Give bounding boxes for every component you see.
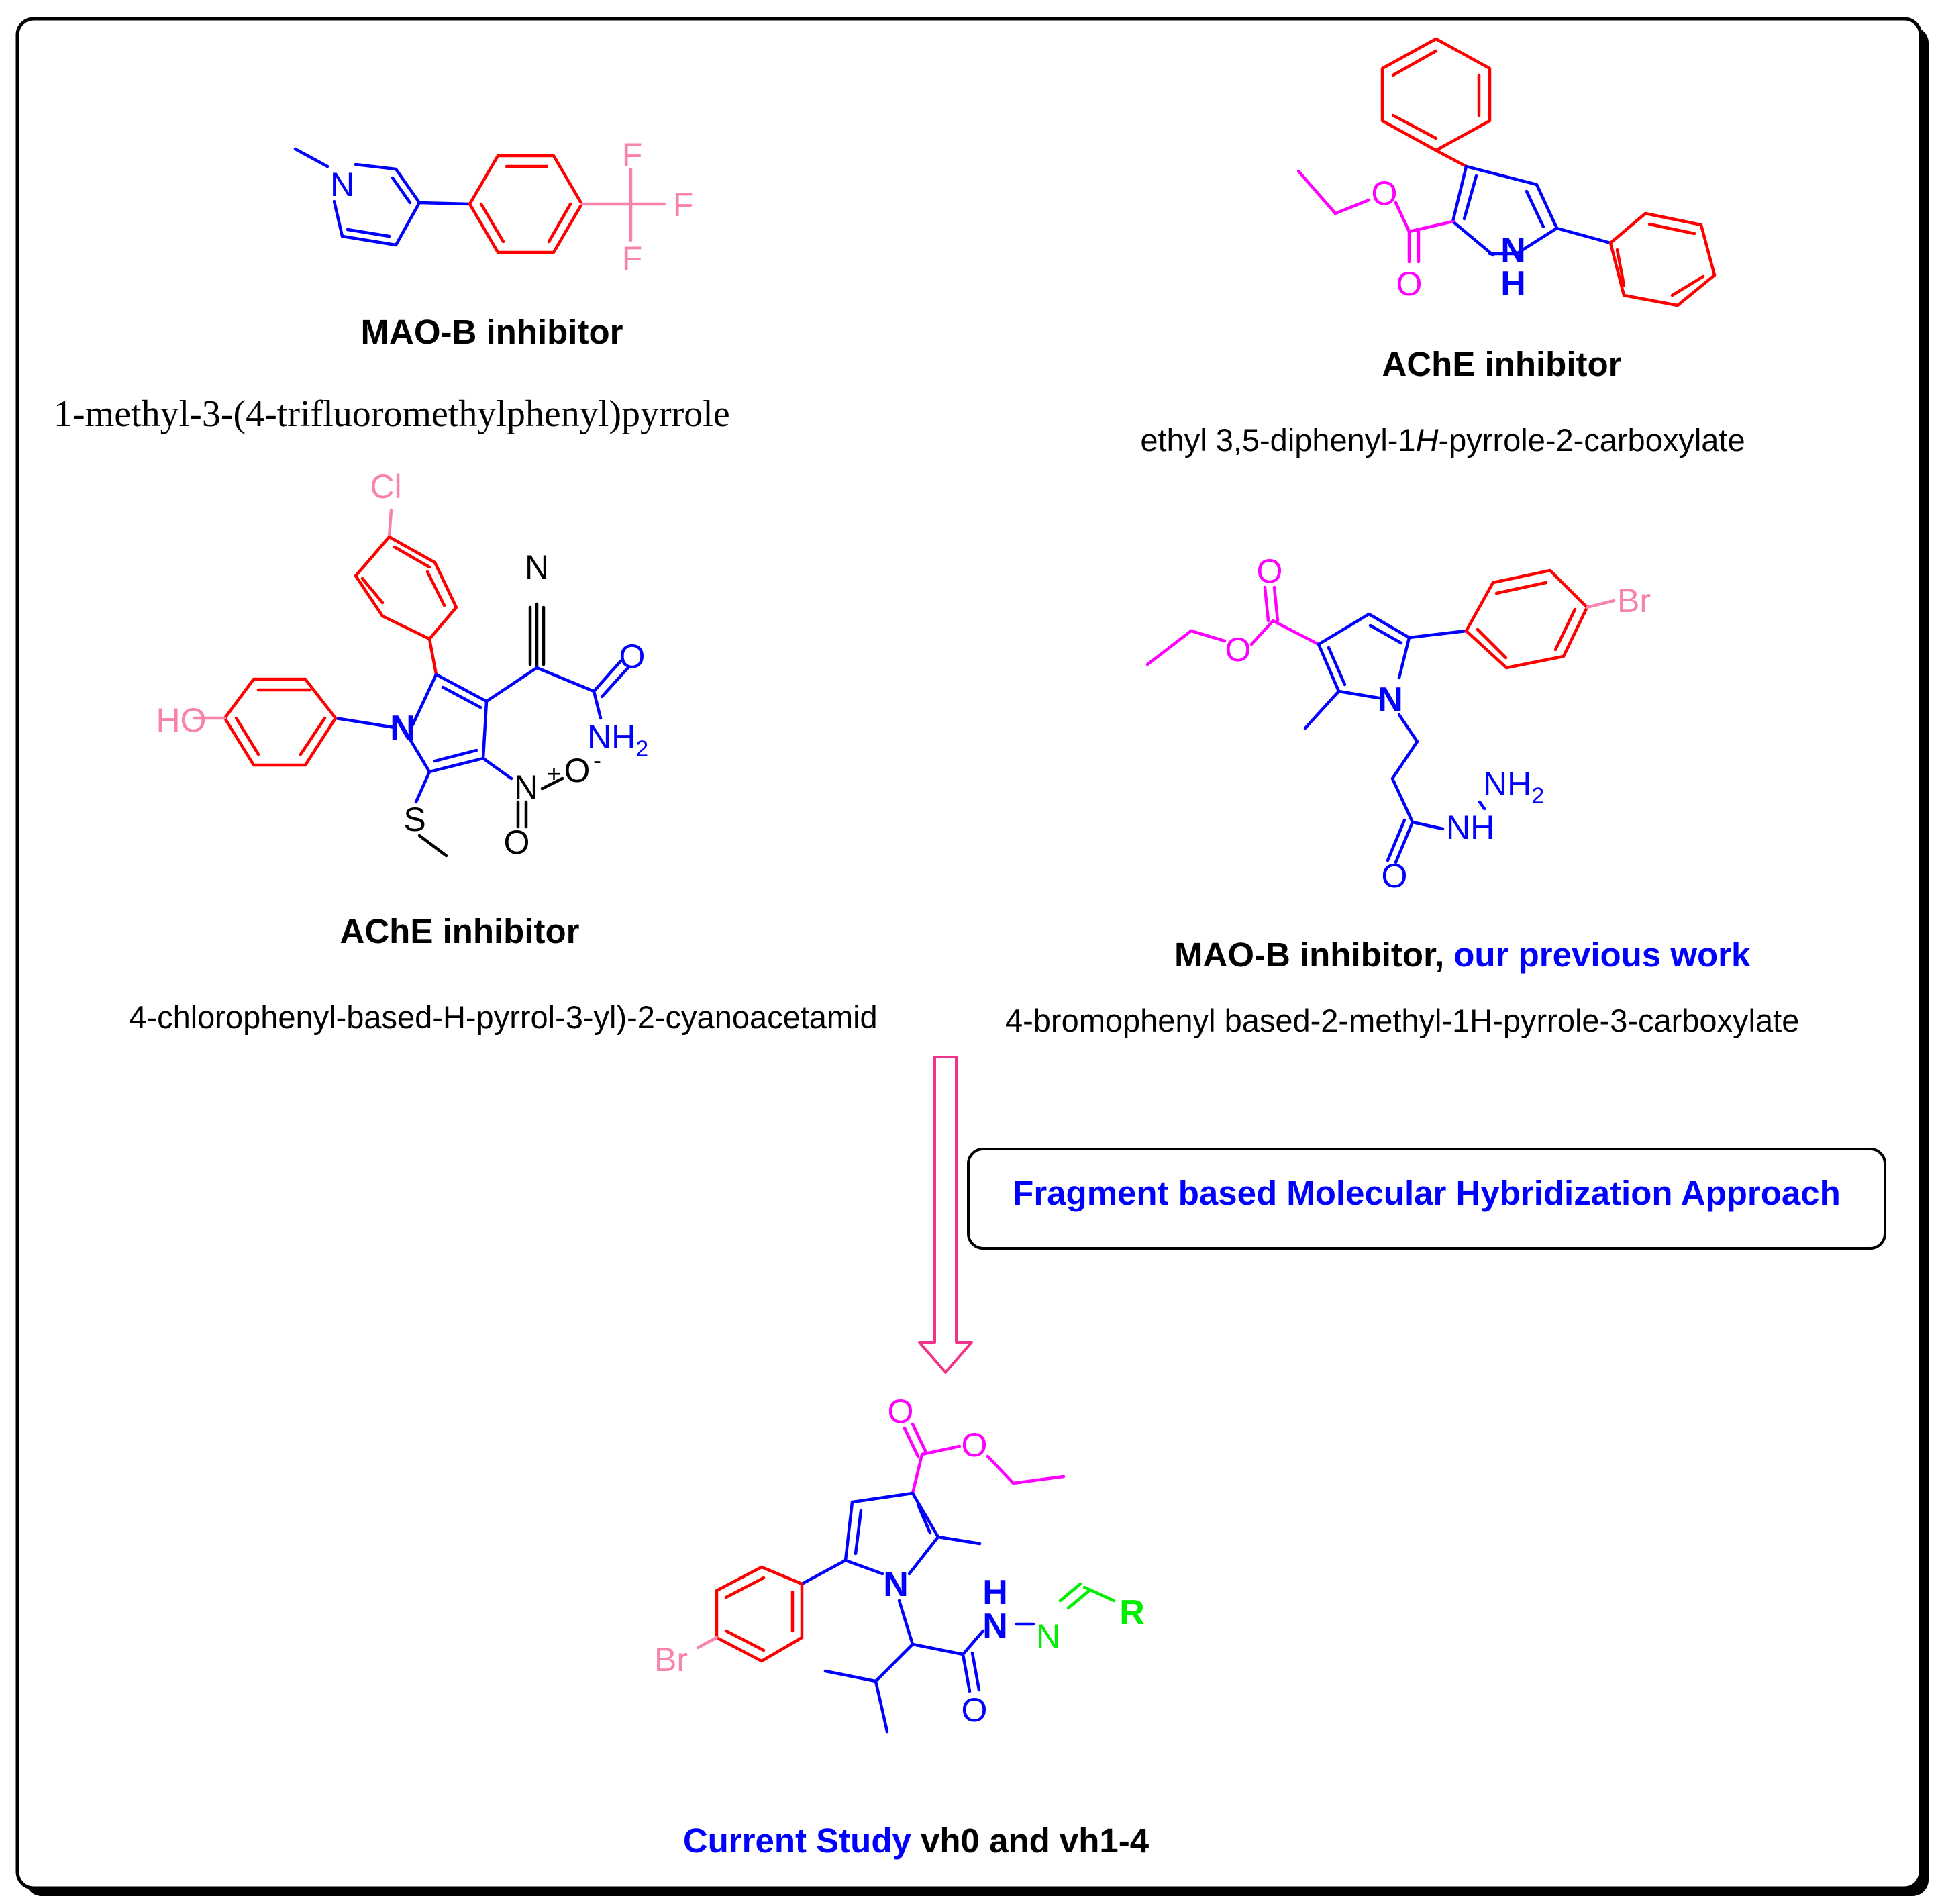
atom-br: Br (1617, 582, 1651, 619)
atom-ho: HO (156, 701, 207, 739)
atom-n: N (883, 1565, 909, 1604)
atom-n: N (330, 166, 354, 203)
atom-f: F (622, 240, 643, 277)
atom-n: N (1378, 681, 1403, 719)
atom-s: S (403, 801, 425, 838)
atom-f: F (673, 186, 694, 223)
atom-n: N (525, 548, 549, 586)
compound-4-role: MAO-B inhibitor,our previous work (1174, 936, 1751, 974)
compound-1-structure: N F F F (293, 136, 694, 277)
atom-o: O (1396, 265, 1423, 303)
atom-o: O (962, 1426, 988, 1464)
atom-o: O (619, 638, 646, 675)
atom-o: O (504, 823, 530, 861)
atom-nh2: NH2 (1483, 765, 1544, 809)
atom-n: N (514, 768, 538, 806)
atom-nh2: NH2 (587, 718, 648, 762)
atom-n: N (982, 1607, 1008, 1646)
atom-br: Br (654, 1641, 688, 1678)
approach-label: Fragment based Molecular Hybridization A… (1013, 1174, 1841, 1212)
atom-f: F (622, 136, 643, 174)
atom-o: O (1257, 552, 1283, 590)
compound-2-name: ethyl 3,5-diphenyl-1H-pyrrole-2-carboxyl… (1140, 422, 1745, 458)
atom-o: O (888, 1393, 914, 1430)
compound-3-structure: Cl HO N N O NH2 S N + O - O (156, 468, 649, 861)
atom-o: O (962, 1691, 988, 1729)
current-study-structure: O O N Br H N N R O (654, 1393, 1145, 1734)
approach-box (967, 1148, 1886, 1250)
atom-n: N (390, 709, 415, 748)
compound-4-name: 4-bromophenyl based-2-methyl-1H-pyrrole-… (1005, 1003, 1799, 1038)
atom-h: H (1500, 264, 1526, 303)
compound-1-role: MAO-B inhibitor (361, 313, 623, 351)
atom-o: O (1225, 631, 1251, 668)
charge-plus: + (547, 760, 561, 787)
compound-4-structure: O O Br N NH2 NH O (1145, 552, 1651, 895)
atom-r: R (1119, 1593, 1145, 1632)
compound-2-structure: O O N H (1296, 37, 1717, 307)
hybridization-arrow (918, 1056, 973, 1374)
atom-cl: Cl (370, 468, 401, 505)
atom-o: O (1372, 174, 1398, 212)
compound-3-role: AChE inhibitor (340, 912, 580, 950)
frame (15, 17, 1923, 1890)
atom-n: N (1500, 231, 1526, 270)
compound-1-name: 1-methyl-3-(4-trifluoromethylphenyl)pyrr… (54, 393, 730, 435)
compound-2-role: AChE inhibitor (1382, 345, 1622, 383)
current-study-label: Current Study vh0 and vh1-4 (683, 1821, 1149, 1860)
charge-minus: - (593, 746, 601, 774)
atom-nh: NH (1446, 809, 1494, 846)
atom-o: O (564, 752, 591, 789)
atom-n: N (1036, 1617, 1060, 1655)
compound-3-name: 4-chlorophenyl-based-H-pyrrol-3-yl)-2-cy… (129, 999, 877, 1035)
atom-o: O (1382, 857, 1408, 895)
atom-h: H (982, 1573, 1008, 1612)
